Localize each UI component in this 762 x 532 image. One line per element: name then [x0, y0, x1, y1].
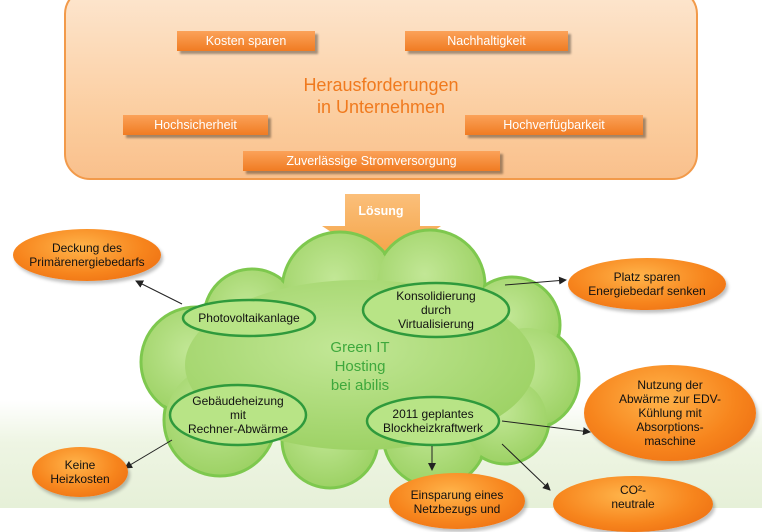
cloud-title: Green IT Hosting bei abilis — [330, 339, 390, 394]
challenge-high-availability: Hochverfügbarkeit — [465, 115, 643, 135]
challenges-title: Herausforderungen in Unternehmen — [303, 75, 459, 117]
solution-arrow — [322, 194, 441, 266]
solution-label: Lösung — [358, 204, 404, 218]
heating-ellipse — [168, 383, 308, 447]
connector-heating — [124, 439, 173, 469]
connector-co2 — [501, 443, 551, 491]
measure-consolidation: Konsolidierung durch Virtualisierung — [396, 289, 476, 331]
diagram-graphics — [124, 194, 591, 491]
connector-pv — [135, 280, 183, 305]
challenge-cost-saving: Kosten sparen — [177, 31, 315, 51]
pv-ellipse — [181, 298, 317, 338]
outcome-waste-heat: Nutzung der Abwärme zur EDV- Kühlung mit… — [584, 365, 756, 461]
outcome-space-saving: Platz sparen Energiebedarf senken — [568, 258, 726, 310]
outcome-savings: Einsparung eines Netzbezugs und — [389, 473, 525, 529]
challenges-panel: Herausforderungen in Unternehmen — [64, 0, 698, 180]
challenge-power-supply: Zuverlässige Stromversorgung — [243, 151, 500, 171]
outcome-no-heating-costs: Keine Heizkosten — [32, 447, 128, 497]
outcome-co2-neutral: CO²- neutrale — [553, 476, 713, 532]
challenge-high-security: Hochsicherheit — [123, 115, 268, 135]
measure-photovoltaic: Photovoltaikanlage — [198, 311, 300, 325]
measure-chp: 2011 geplantes Blockheizkraftwerk — [382, 407, 484, 435]
outcome-primary-energy: Deckung des Primärenergiebedarfs — [13, 229, 161, 281]
connector-waste-heat — [501, 420, 591, 436]
chp-ellipse — [365, 395, 501, 447]
measure-heating: Gebäudeheizung mit Rechner-Abwärme — [187, 394, 289, 436]
consolidation-ellipse — [361, 281, 511, 339]
connector-consolidation — [504, 276, 567, 286]
challenge-sustainability: Nachhaltigkeit — [405, 31, 568, 51]
